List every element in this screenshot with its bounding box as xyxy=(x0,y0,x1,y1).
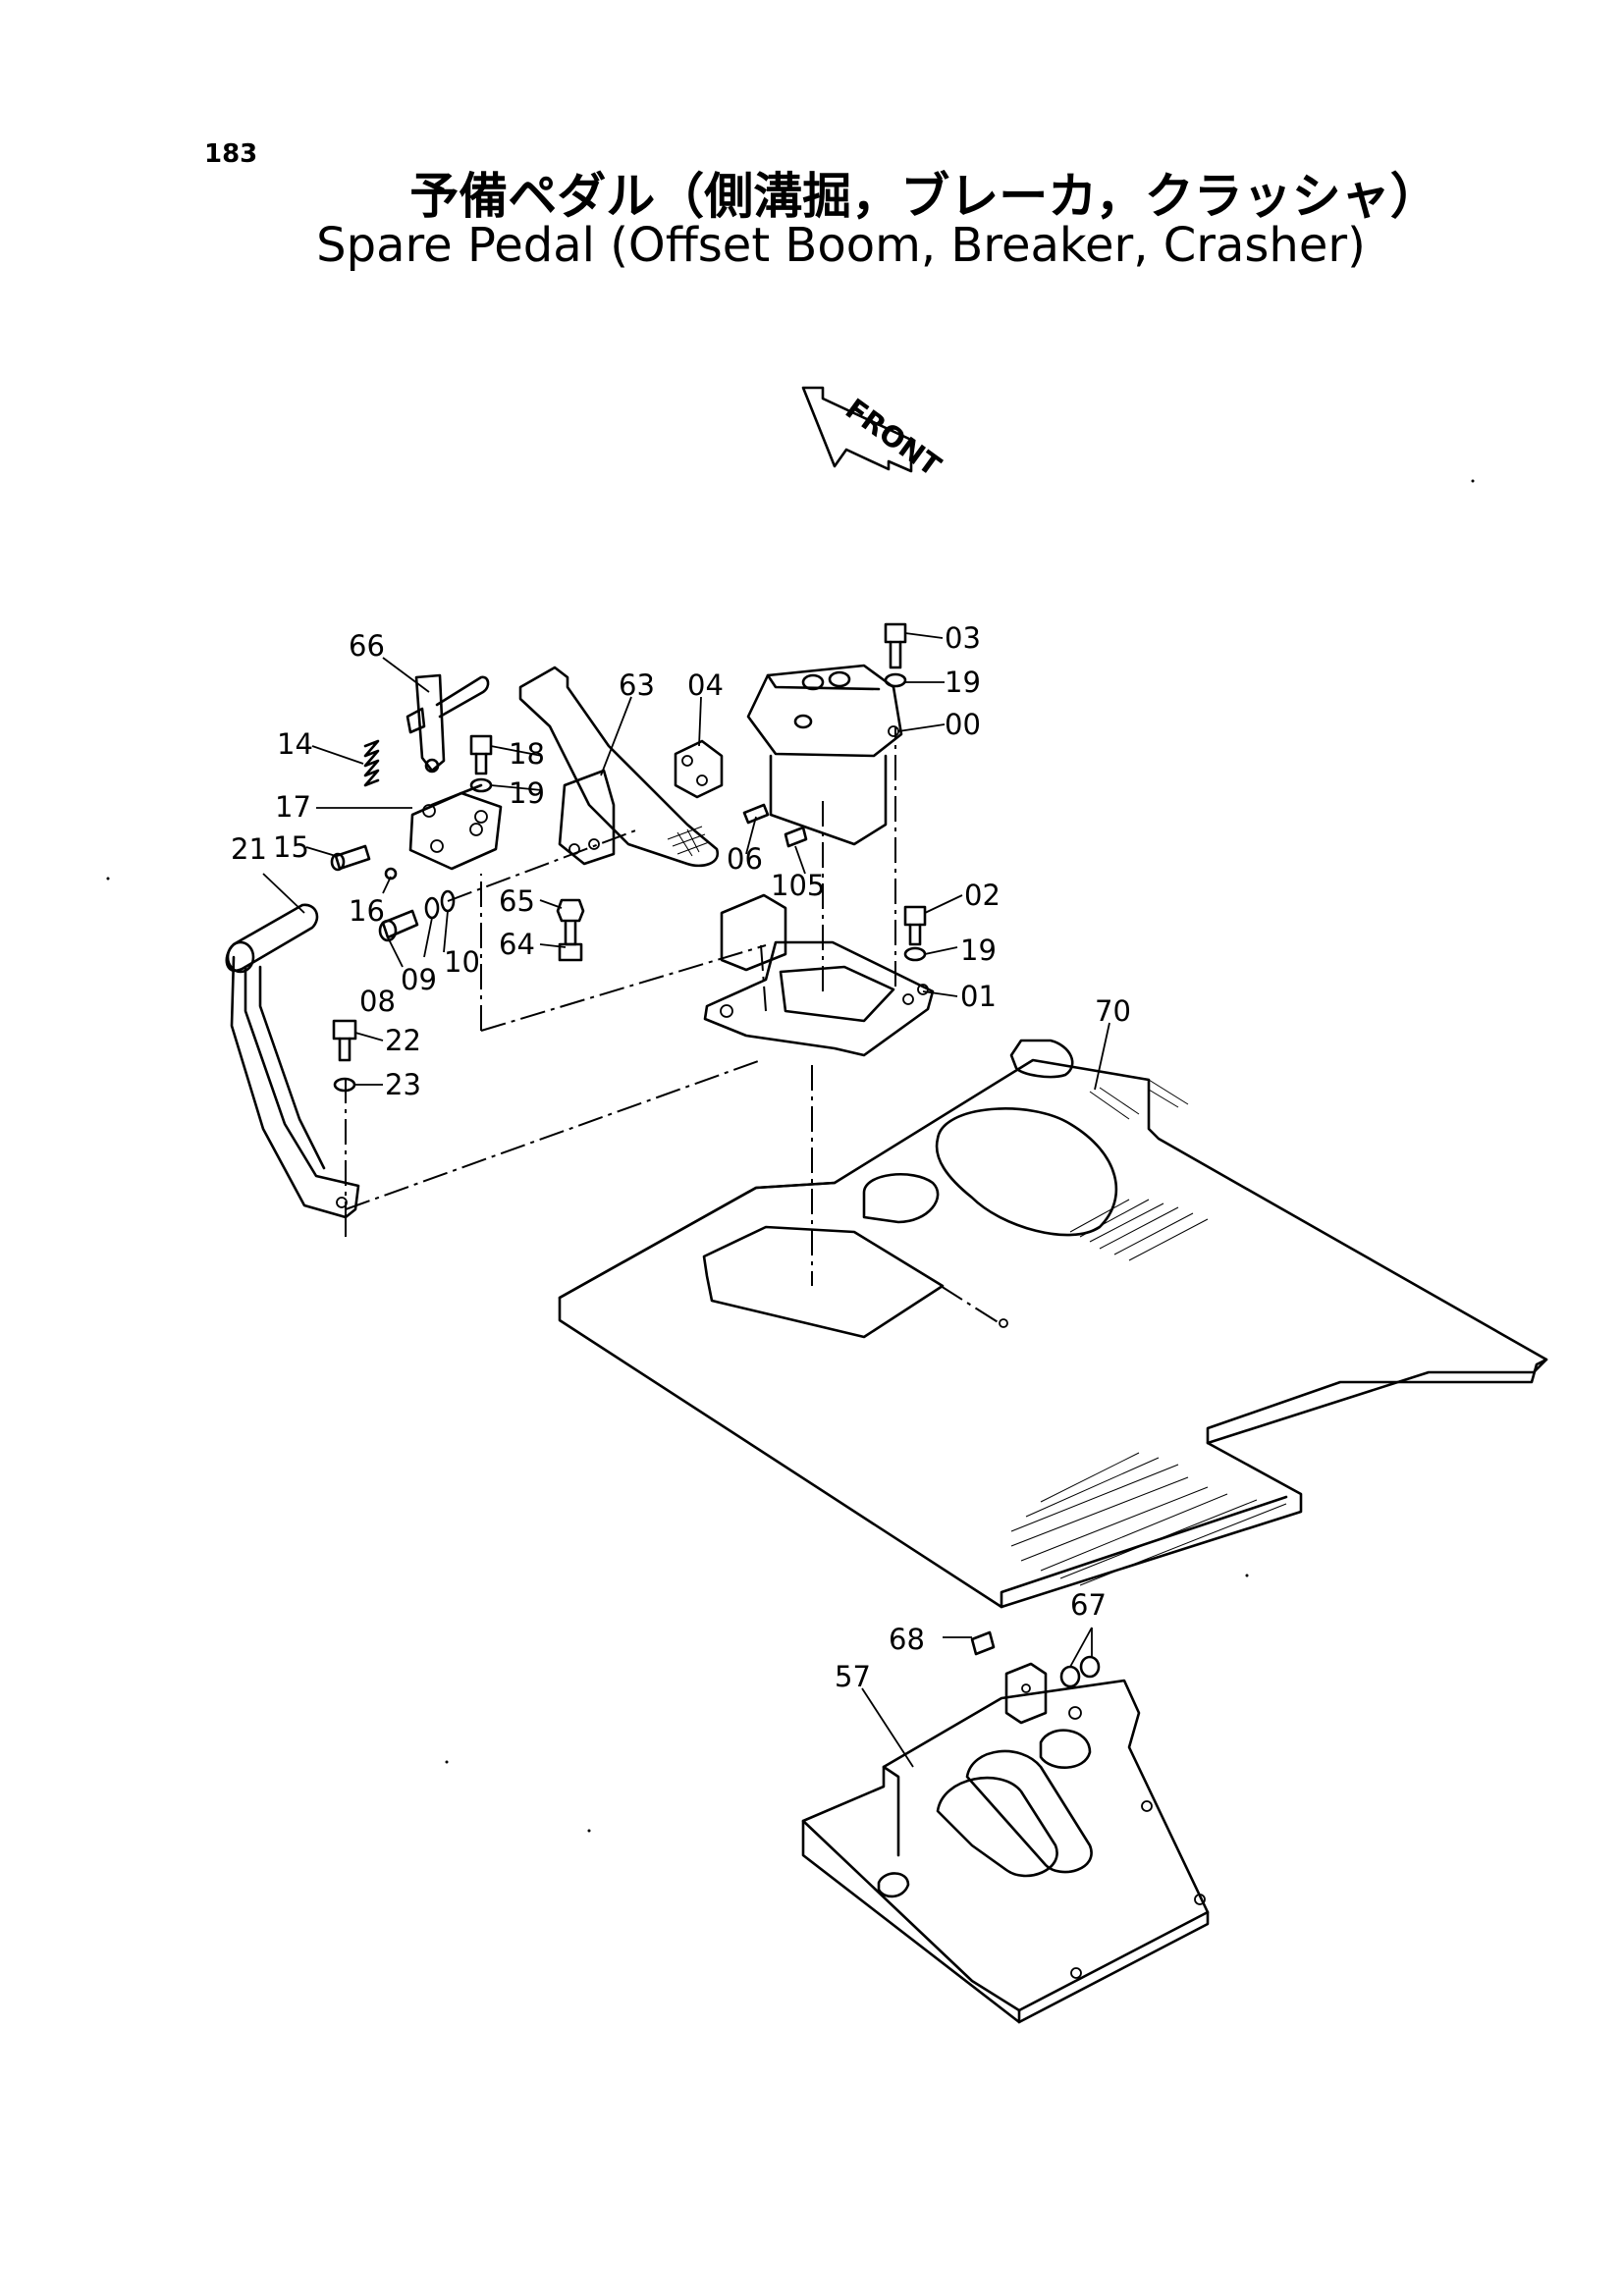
label-19c: 19 xyxy=(960,934,997,967)
label-15: 15 xyxy=(273,830,309,864)
label-57: 57 xyxy=(835,1660,871,1693)
bolt-22 xyxy=(332,1019,357,1093)
plugs-67 xyxy=(1059,1655,1101,1688)
valve-body-00 xyxy=(746,664,903,846)
base-plate-01 xyxy=(703,893,935,1057)
page-number: 183 xyxy=(204,139,258,169)
label-23: 23 xyxy=(385,1068,421,1101)
front-arrow-label: FRONT xyxy=(839,392,947,483)
label-02: 02 xyxy=(964,879,1001,912)
label-16: 16 xyxy=(349,894,385,928)
label-21: 21 xyxy=(231,832,267,866)
front-arrow: FRONT xyxy=(801,386,947,483)
floor-plate xyxy=(558,1039,1548,1609)
label-18: 18 xyxy=(509,737,545,771)
pin-06 xyxy=(742,803,770,825)
spring-14 xyxy=(363,739,380,787)
bolt-64 xyxy=(558,921,583,962)
label-63: 63 xyxy=(619,668,655,702)
leader-lines xyxy=(262,632,1110,1768)
pedal-lever xyxy=(225,903,360,1219)
label-70: 70 xyxy=(1095,994,1131,1028)
title-japanese: 予備ペダル（側溝掘，ブレーカ，クラッシャ） xyxy=(409,168,1439,225)
pedal-63 xyxy=(518,666,720,868)
label-04: 04 xyxy=(687,668,724,702)
part-labels: 66 14 17 21 15 16 08 09 10 18 19 63 04 0… xyxy=(231,621,1131,1693)
link-66 xyxy=(406,673,490,774)
block-68 xyxy=(970,1630,1048,1725)
label-01: 01 xyxy=(960,980,997,1013)
label-64: 64 xyxy=(499,928,535,961)
label-10: 10 xyxy=(444,945,480,979)
label-06: 06 xyxy=(727,842,763,876)
pin-15 xyxy=(330,844,371,872)
label-19b: 19 xyxy=(945,666,981,699)
bolt-02 xyxy=(903,905,927,962)
bracket-17 xyxy=(408,783,503,871)
label-67: 67 xyxy=(1070,1588,1107,1622)
label-00: 00 xyxy=(945,708,981,741)
title-english: Spare Pedal (Offset Boom, Breaker, Crash… xyxy=(316,218,1366,273)
label-09: 09 xyxy=(401,963,437,996)
label-08: 08 xyxy=(359,985,396,1018)
label-14: 14 xyxy=(277,727,313,761)
label-03: 03 xyxy=(945,621,981,655)
bolt-03 xyxy=(884,622,907,688)
label-105: 105 xyxy=(771,869,825,902)
cover-57 xyxy=(801,1679,1210,2024)
bolt-08 xyxy=(378,889,456,942)
label-22: 22 xyxy=(385,1024,421,1057)
block-04 xyxy=(674,739,724,799)
label-68: 68 xyxy=(889,1623,925,1656)
bolt-18 xyxy=(469,734,493,793)
label-66: 66 xyxy=(349,629,385,663)
label-19a: 19 xyxy=(509,776,545,810)
pin-105 xyxy=(784,826,808,848)
label-17: 17 xyxy=(275,790,311,824)
nut-65 xyxy=(556,898,585,923)
label-65: 65 xyxy=(499,884,535,918)
